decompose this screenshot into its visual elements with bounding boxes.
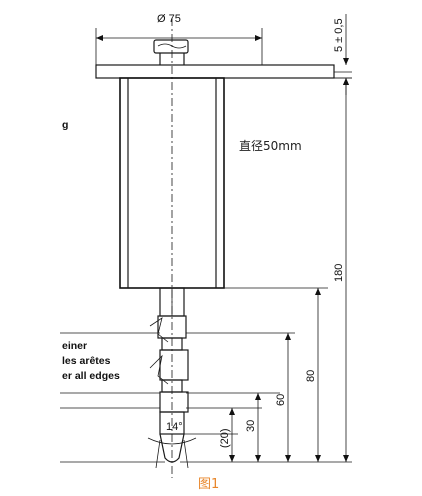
diameter-75-label: Ø 75: [157, 13, 181, 25]
shaft: [157, 287, 189, 435]
dim-180-label: 180: [333, 264, 345, 282]
edge-callouts: [149, 317, 169, 385]
partial-letter: g: [62, 119, 68, 131]
note-line-1: einer: [62, 340, 87, 352]
probe-tip: [147, 433, 197, 469]
top-flange: [95, 28, 335, 79]
dim-20-label: (20): [219, 428, 231, 448]
dim-60-label: 60: [275, 394, 287, 406]
top-knob: [153, 39, 189, 65]
right-extension-lines: [180, 71, 352, 463]
dim-30-label: 30: [245, 420, 257, 432]
note-line-2: les arêtes: [62, 355, 111, 367]
note-line-3: er all edges: [62, 370, 120, 382]
dim-80-label: 80: [305, 370, 317, 382]
figure-caption: 图1: [198, 477, 219, 492]
left-extension-lines: [60, 392, 165, 463]
inner-diameter-label: 直径50mm: [239, 139, 302, 153]
angle-label: 14°: [166, 421, 183, 433]
dim-5-label: 5 ± 0,5: [333, 18, 345, 52]
